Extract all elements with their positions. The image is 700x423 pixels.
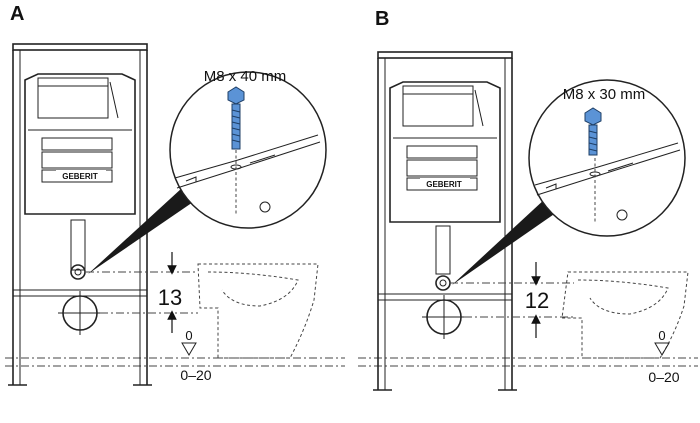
floor-range-label-a: 0–20 xyxy=(180,367,211,383)
wc-bowl-outline-b xyxy=(561,271,689,359)
callout-pointer-b xyxy=(452,198,560,285)
bolt-icon-b xyxy=(584,107,602,156)
panel-b: B GEBERI xyxy=(358,8,698,391)
geberit-logo-a: GEBERIT xyxy=(62,172,98,181)
panel-letter-b: B xyxy=(375,8,389,30)
screw-size-label-b: M8 x 30 mm xyxy=(563,86,646,103)
panel-a: A xyxy=(5,3,345,386)
detail-circle-a xyxy=(169,71,327,229)
dimension-lines-a xyxy=(86,252,198,333)
bolt-icon-a xyxy=(227,86,245,150)
detail-circle-b xyxy=(528,79,686,237)
detail-bracket-b xyxy=(534,142,681,222)
floor-level-marker-b xyxy=(654,342,670,356)
dimension-value-a: 13 xyxy=(158,285,182,310)
wc-bowl-inner-a xyxy=(207,271,299,307)
floor-level-marker-a xyxy=(181,342,197,356)
installation-frame-b xyxy=(373,51,517,391)
floor-range-label-b: 0–20 xyxy=(648,369,679,385)
callout-pointer-a xyxy=(88,188,196,274)
screw-size-label-a: M8 x 40 mm xyxy=(204,68,287,85)
floor-zero-label-b: 0 xyxy=(658,328,665,343)
dimension-value-b: 12 xyxy=(525,288,549,313)
floor-zero-label-a: 0 xyxy=(185,328,192,343)
dimension-lines-b xyxy=(450,262,574,338)
wc-bowl-inner-b xyxy=(577,279,669,315)
geberit-logo-b: GEBERIT xyxy=(426,180,462,189)
panel-letter-a: A xyxy=(10,3,24,25)
detail-bracket-a xyxy=(174,134,321,215)
installation-frame-a xyxy=(8,43,152,386)
wc-bowl-outline-a xyxy=(197,263,319,359)
